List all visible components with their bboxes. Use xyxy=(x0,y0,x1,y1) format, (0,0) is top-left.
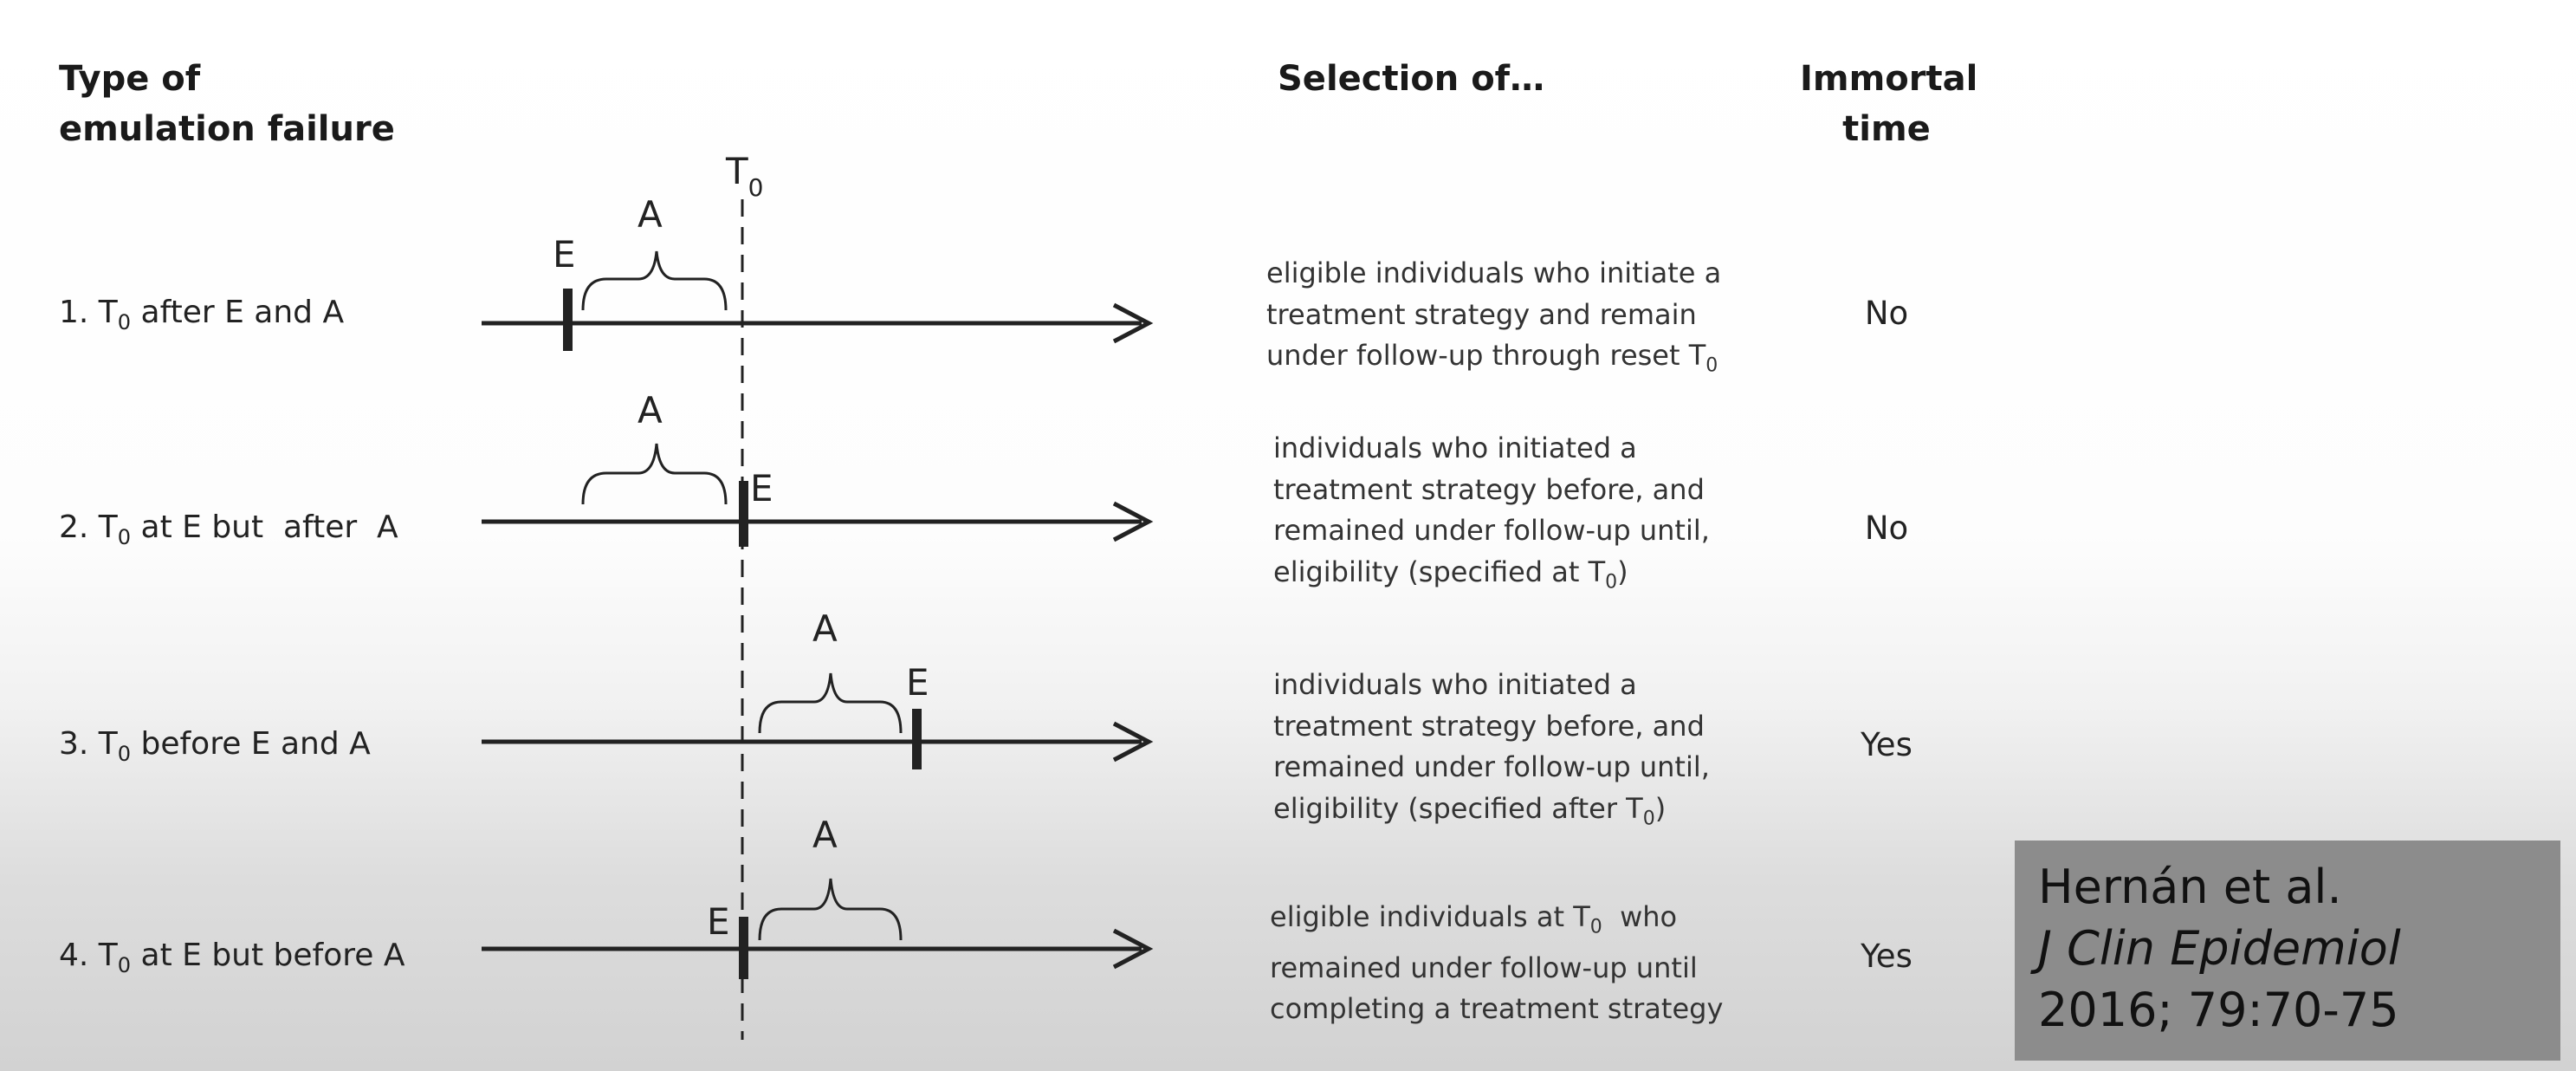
citation-box: Hernán et al. J Clin Epidemiol 2016; 79:… xyxy=(2015,841,2560,1061)
row-3-timeline: E A xyxy=(482,607,1154,769)
row-1-label: 1. T0 after E and A xyxy=(59,295,345,335)
row-2-selection: individuals who initiated a treatment st… xyxy=(1273,432,1710,593)
row-2-e-label: E xyxy=(750,467,773,510)
row-2-a-label: A xyxy=(638,389,663,432)
row-4-label: 4. T0 at E but before A xyxy=(59,938,405,978)
row-2-timeline: E A xyxy=(482,389,1154,547)
citation-journal: J Clin Epidemiol xyxy=(2038,921,2401,976)
citation-year-ref: 2016; 79:70-75 xyxy=(2038,983,2399,1037)
row-4-e-label: E xyxy=(707,900,730,943)
row-4-timeline: E A xyxy=(482,814,1154,979)
row-1-selection: eligible individuals who initiate a trea… xyxy=(1266,256,1722,377)
immortal-column-header: Immortal time xyxy=(1800,54,1978,154)
type-header-line2: emulation failure xyxy=(59,109,395,149)
row-2-a-brace xyxy=(581,443,728,505)
row-1-timeline: E A xyxy=(482,193,1154,351)
row-4-e-marker xyxy=(739,917,748,979)
row-3-immortal: Yes xyxy=(1861,726,1913,763)
row-4-a-brace xyxy=(758,878,903,941)
selection-column-header: Selection of… xyxy=(1278,59,1545,99)
row-3-a-brace xyxy=(758,672,903,734)
row-2-e-marker xyxy=(739,481,748,547)
row-2-label: 2. T0 at E but after A xyxy=(59,510,398,550)
immortal-header-line1: Immortal xyxy=(1800,59,1978,99)
type-header-line1: Type of xyxy=(59,59,201,99)
type-column-header: Type of emulation failure xyxy=(59,54,395,154)
row-1-e-marker xyxy=(563,289,573,351)
row-3-selection: individuals who initiated a treatment st… xyxy=(1273,668,1710,829)
row-3-label: 3. T0 before E and A xyxy=(59,726,371,767)
row-3-e-label: E xyxy=(906,661,929,704)
row-1-immortal: No xyxy=(1864,295,1909,332)
row-4-a-label: A xyxy=(812,814,838,856)
row-1-a-brace xyxy=(581,250,728,311)
row-4-selection: eligible individuals at T0 who remained … xyxy=(1270,900,1724,1026)
citation-authors: Hernán et al. xyxy=(2038,860,2342,914)
row-1-e-label: E xyxy=(553,233,576,276)
timeline-diagram: T0 E A E A E A E A xyxy=(482,150,1154,1040)
row-3-e-marker xyxy=(912,709,922,769)
row-1-a-label: A xyxy=(638,193,663,236)
row-4-immortal: Yes xyxy=(1861,938,1913,975)
row-3-a-label: A xyxy=(812,607,838,650)
immortal-header-line2: time xyxy=(1842,109,1931,149)
t0-label: T0 xyxy=(725,150,763,202)
row-2-immortal: No xyxy=(1864,510,1909,547)
